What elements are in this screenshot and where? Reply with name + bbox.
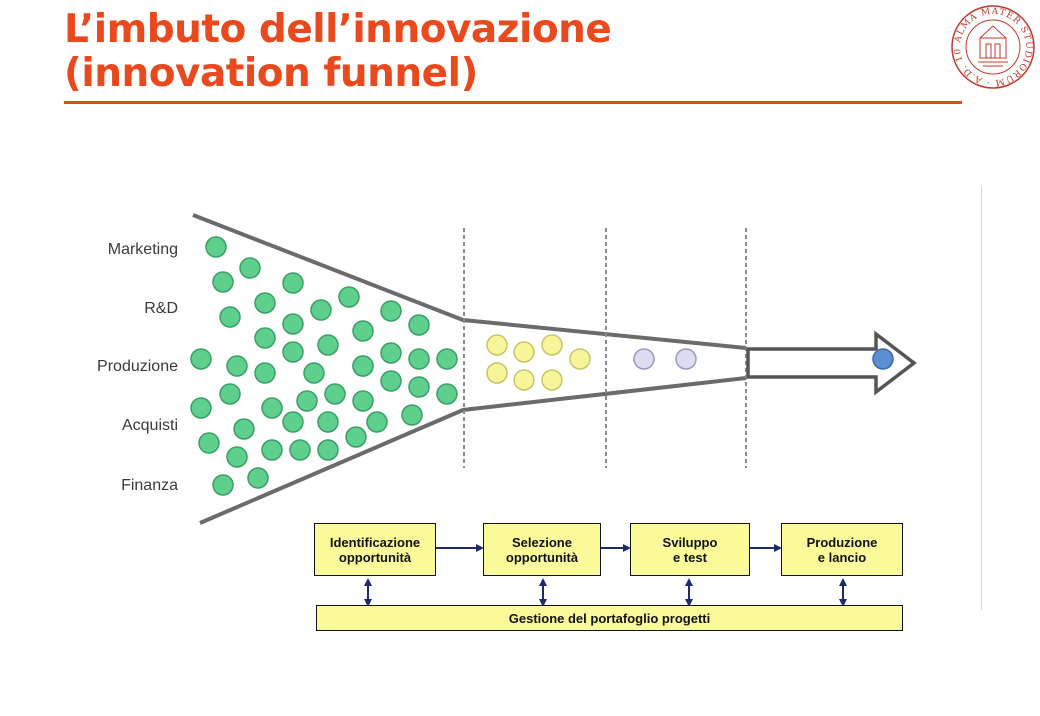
- step-selezione: Selezione opportunità: [483, 523, 601, 576]
- idea-dot: [380, 370, 402, 392]
- idea-dot: [401, 404, 423, 426]
- idea-dot: [352, 355, 374, 377]
- step-produzione: Produzione e lancio: [781, 523, 903, 576]
- idea-dot: [408, 376, 430, 398]
- idea-dot: [296, 390, 318, 412]
- idea-dot: [380, 300, 402, 322]
- developed-idea-dot: [633, 348, 655, 370]
- step-sviluppo: Sviluppo e test: [630, 523, 750, 576]
- step-selezione-label: Selezione opportunità: [505, 534, 579, 565]
- idea-dot: [219, 306, 241, 328]
- slide-right-divider: [981, 185, 982, 610]
- idea-dot: [226, 446, 248, 468]
- title-line-1: L’imbuto dell’innovazione: [64, 7, 612, 52]
- idea-dot: [345, 426, 367, 448]
- idea-dot: [261, 397, 283, 419]
- idea-dot: [338, 286, 360, 308]
- idea-dot: [289, 439, 311, 461]
- dept-label-rd: R&D: [144, 300, 178, 317]
- idea-dot: [436, 383, 458, 405]
- idea-dot: [254, 362, 276, 384]
- idea-dot: [233, 418, 255, 440]
- idea-dot: [436, 348, 458, 370]
- idea-dot: [408, 348, 430, 370]
- idea-dot: [352, 390, 374, 412]
- idea-dot: [366, 411, 388, 433]
- idea-dot: [310, 299, 332, 321]
- selected-idea-dot: [513, 341, 535, 363]
- idea-dot: [247, 467, 269, 489]
- idea-dot: [205, 236, 227, 258]
- idea-dot: [212, 474, 234, 496]
- idea-dot: [317, 334, 339, 356]
- step-produzione-label: Produzione e lancio: [806, 534, 878, 565]
- idea-dot: [254, 292, 276, 314]
- dept-label-acquisti: Acquisti: [121, 417, 178, 434]
- selected-idea-dot: [486, 334, 508, 356]
- title-underline: [64, 101, 962, 104]
- idea-dot: [303, 362, 325, 384]
- idea-dot: [212, 271, 234, 293]
- step-identificazione-label: Identificazione opportunità: [329, 534, 421, 565]
- idea-dot: [198, 432, 220, 454]
- idea-dot: [190, 348, 212, 370]
- idea-dot: [261, 439, 283, 461]
- selected-idea-dot: [541, 369, 563, 391]
- idea-dot: [239, 257, 261, 279]
- idea-dots: [190, 236, 894, 496]
- selected-idea-dot: [569, 348, 591, 370]
- portfolio-management-label: Gestione del portafoglio progetti: [508, 610, 711, 626]
- selected-idea-dot: [541, 334, 563, 356]
- university-seal-logo: ALMA MATER STUDIORUM · A.D. 1088: [950, 4, 1035, 89]
- dept-label-produzione: Produzione: [97, 358, 178, 375]
- idea-dot: [408, 314, 430, 336]
- idea-dot: [282, 272, 304, 294]
- idea-dot: [324, 383, 346, 405]
- launch-arrow: [746, 330, 917, 396]
- idea-dot: [190, 397, 212, 419]
- slide-title: L’imbuto dell’innovazione (innovation fu…: [64, 7, 612, 96]
- idea-dot: [254, 327, 276, 349]
- idea-dot: [317, 411, 339, 433]
- idea-dot: [219, 383, 241, 405]
- idea-dot: [282, 411, 304, 433]
- dept-label-marketing: Marketing: [107, 241, 178, 258]
- idea-dot: [380, 342, 402, 364]
- idea-dot: [352, 320, 374, 342]
- idea-dot: [282, 341, 304, 363]
- idea-dot: [317, 439, 339, 461]
- step-sviluppo-label: Sviluppo e test: [662, 534, 718, 565]
- portfolio-management-bar: Gestione del portafoglio progetti: [316, 605, 903, 631]
- title-line-2: (innovation funnel): [64, 51, 478, 96]
- dept-label-finanza: Finanza: [121, 477, 178, 494]
- developed-idea-dot: [675, 348, 697, 370]
- step-identificazione: Identificazione opportunità: [314, 523, 436, 576]
- selected-idea-dot: [513, 369, 535, 391]
- selected-idea-dot: [486, 362, 508, 384]
- launched-product-dot: [872, 348, 894, 370]
- idea-dot: [226, 355, 248, 377]
- funnel-top-edge: [192, 213, 747, 350]
- idea-dot: [282, 313, 304, 335]
